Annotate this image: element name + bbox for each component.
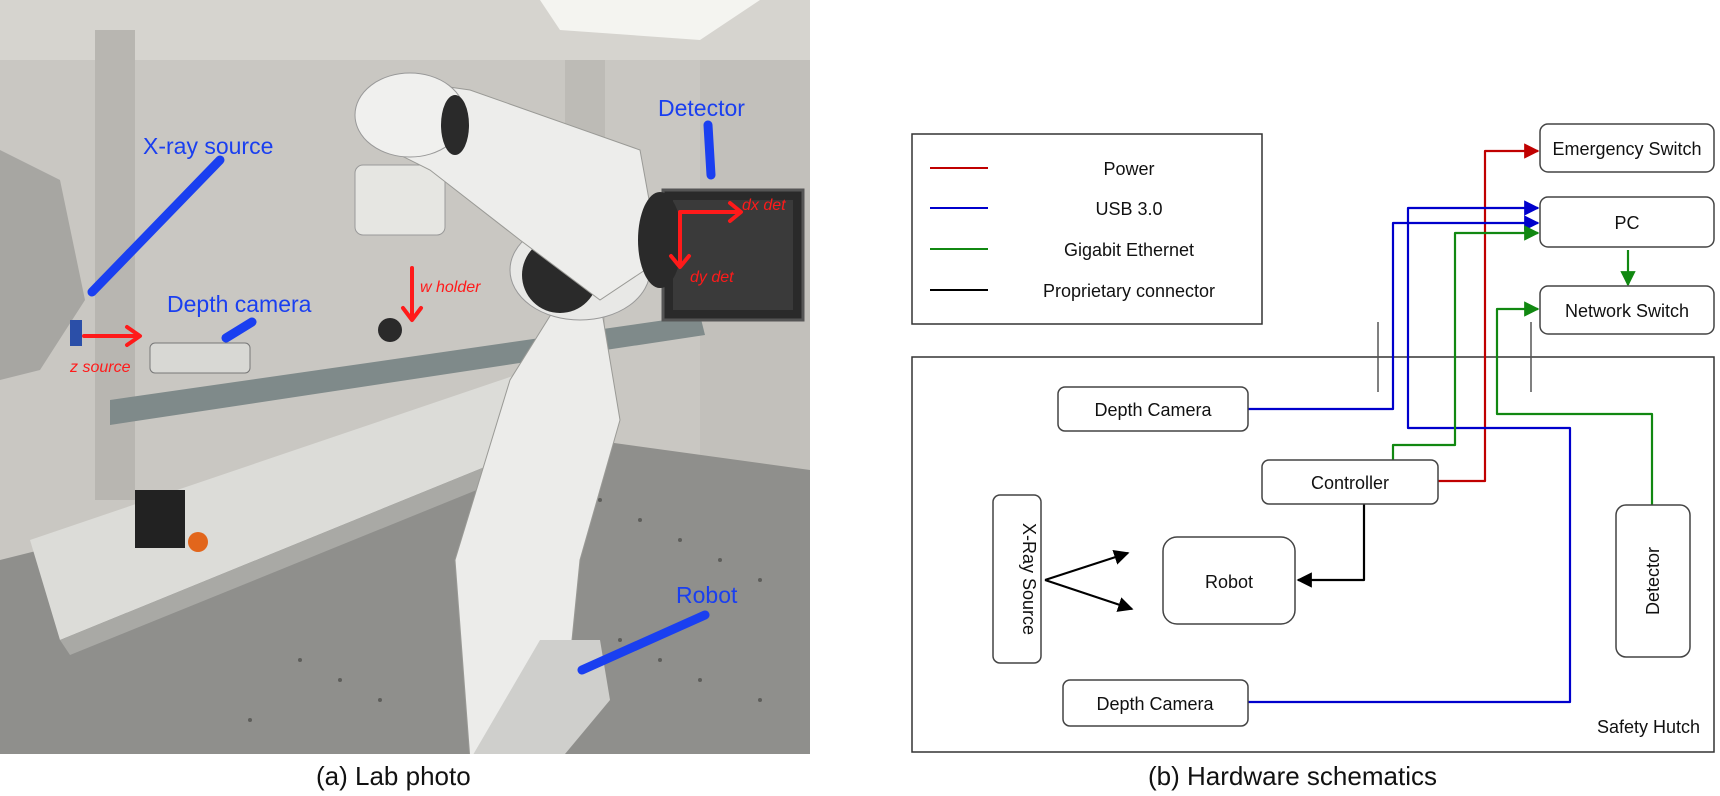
hardware-schematic: Power USB 3.0 Gigabit Ethernet Proprieta… <box>911 123 1715 753</box>
node-xray-source <box>992 494 1042 664</box>
small-camera <box>378 318 402 342</box>
aluminium-beam <box>30 360 600 640</box>
xray-source-label: X-ray source <box>143 133 273 159</box>
aluminium-beam-shade <box>60 420 600 655</box>
depth-camera-pointer <box>221 317 257 343</box>
lab-photo: X-ray source Detector Depth camera Robot… <box>0 0 810 754</box>
holder-camera <box>354 164 446 236</box>
node-detector <box>1615 504 1691 658</box>
w-holder-label: w holder <box>420 279 481 296</box>
robot-arm <box>354 72 682 754</box>
xray-source-face <box>70 320 82 346</box>
wire-eth-detector-network <box>1495 301 1654 505</box>
legend-usb-label: USB 3.0 <box>1095 199 1162 219</box>
wire-usb-depthcam-top-pc <box>1248 215 1540 411</box>
robot-label: Robot <box>676 582 738 608</box>
legend-power-label: Power <box>1103 159 1154 179</box>
depth-camera-body <box>149 342 251 374</box>
legend-proprietary-label: Proprietary connector <box>1043 281 1215 301</box>
node-depth-camera-top-label: Depth Camera <box>1094 400 1212 420</box>
orange-knob <box>188 532 208 552</box>
node-network-switch-label: Network Switch <box>1565 301 1689 321</box>
node-network-switch <box>1539 285 1715 335</box>
ceiling-light <box>540 0 760 40</box>
safety-hutch-box <box>911 356 1715 753</box>
node-controller-label: Controller <box>1311 473 1389 493</box>
legend-ethernet-label: Gigabit Ethernet <box>1064 240 1194 260</box>
wire-usb-depthcam-bottom-pc <box>1248 200 1572 704</box>
detector-label: Detector <box>658 95 745 121</box>
xray-beam-upper <box>1044 549 1130 582</box>
det-axes-arrow <box>678 210 742 267</box>
node-depth-camera-bottom <box>1062 679 1249 727</box>
xray-source-pointer <box>87 155 225 297</box>
schematic-caption: (b) Hardware schematics <box>1148 761 1437 791</box>
safety-hutch-label: Safety Hutch <box>1597 717 1700 737</box>
xray-beam-lower <box>1044 578 1134 612</box>
dy-det-label: dy det <box>690 269 734 286</box>
node-controller <box>1261 459 1439 505</box>
node-depth-camera-bottom-label: Depth Camera <box>1096 694 1214 714</box>
xray-source-housing <box>0 150 85 380</box>
node-emergency-switch <box>1539 123 1715 173</box>
wire-prop-controller-robot <box>1296 504 1366 588</box>
node-emergency-switch-label: Emergency Switch <box>1552 139 1701 159</box>
beam-clamp <box>135 490 185 548</box>
dx-det-label: dx det <box>742 197 786 214</box>
node-xray-source-label: X-Ray Source <box>1019 523 1039 635</box>
z-source-label: z source <box>69 359 131 376</box>
wire-power-controller-emergency <box>1438 143 1540 483</box>
node-detector-label: Detector <box>1643 547 1663 615</box>
legend-box <box>911 133 1263 325</box>
detector-pointer <box>703 120 716 180</box>
depth-camera-label: Depth camera <box>167 291 312 317</box>
node-robot <box>1162 536 1296 625</box>
robot-pointer <box>577 610 710 675</box>
node-pc <box>1539 196 1715 248</box>
node-robot-label: Robot <box>1205 572 1253 592</box>
photo-caption: (a) Lab photo <box>316 761 471 791</box>
wire-eth-controller-pc <box>1391 225 1540 462</box>
node-depth-camera-top <box>1057 386 1249 432</box>
node-pc-label: PC <box>1614 213 1639 233</box>
